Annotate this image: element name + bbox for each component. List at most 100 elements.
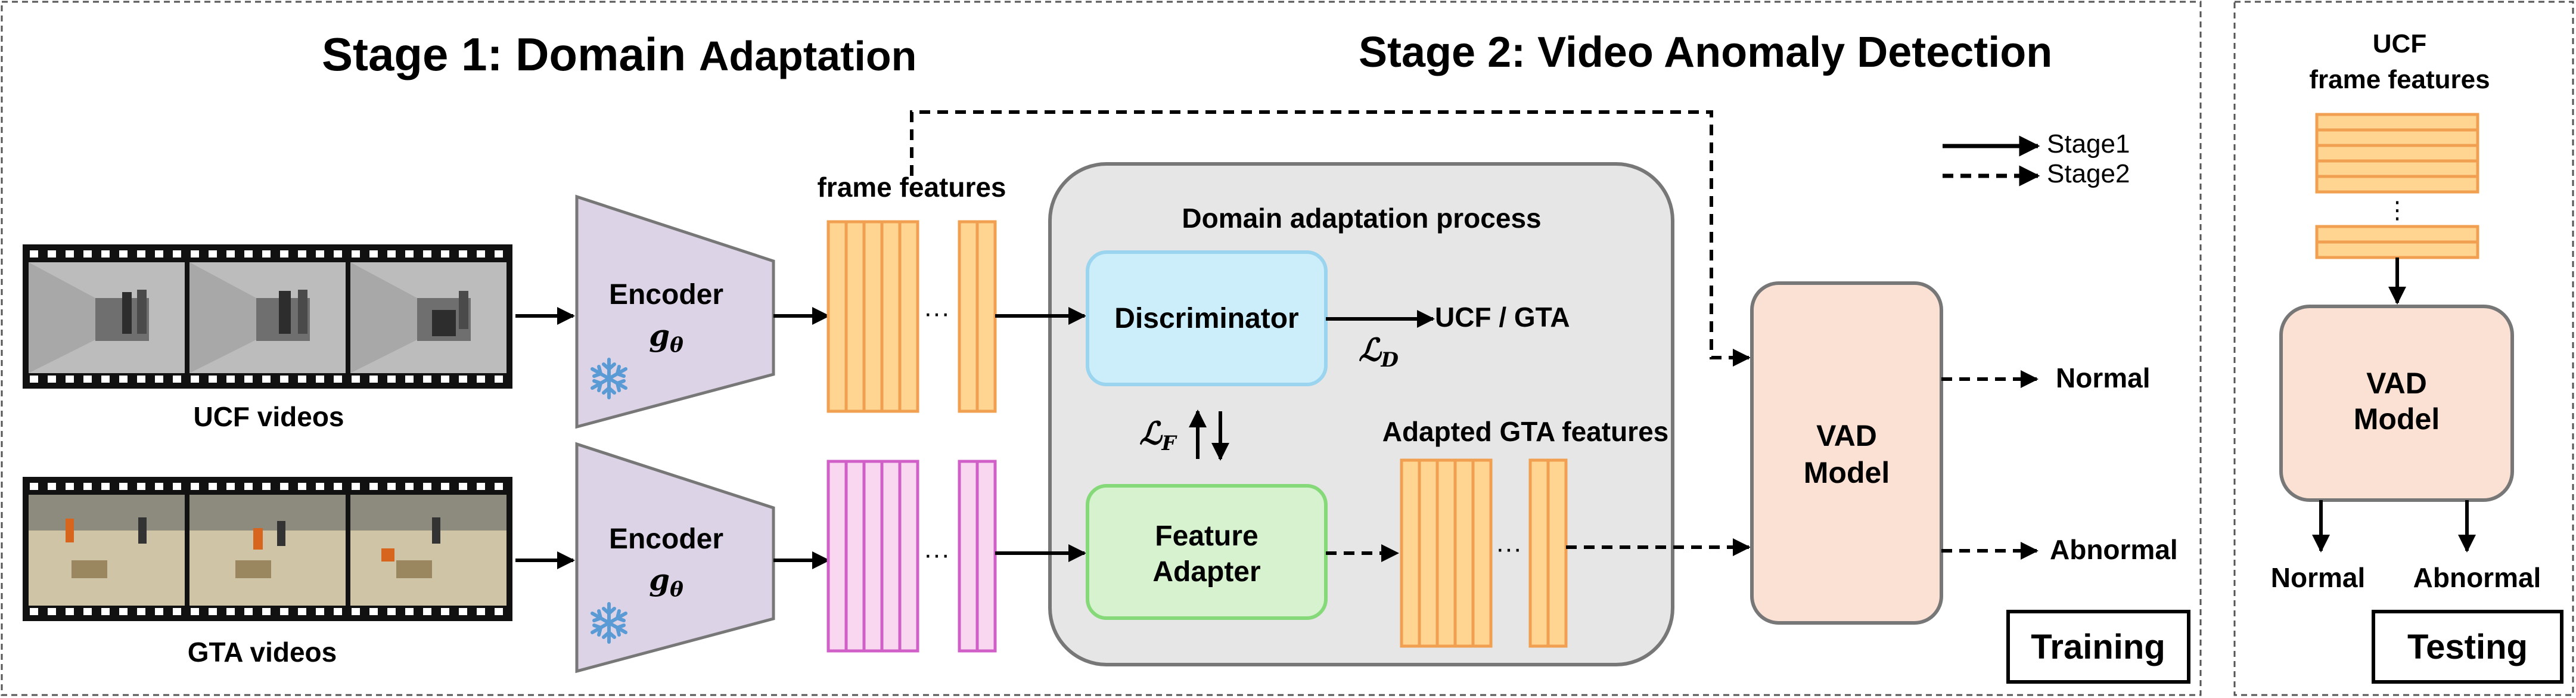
sprocket-hole bbox=[316, 608, 324, 615]
sprocket-hole bbox=[495, 250, 503, 258]
discriminator-label: Discriminator bbox=[1114, 303, 1298, 334]
training-normal-label: Normal bbox=[2056, 362, 2150, 393]
svg-text:gθ: gθ bbox=[649, 318, 683, 357]
encoder-gta-symbol: g bbox=[649, 562, 670, 597]
sprocket-hole bbox=[226, 250, 235, 258]
sprocket-hole bbox=[83, 483, 92, 490]
sprocket-hole bbox=[387, 608, 396, 615]
sprocket-hole bbox=[66, 250, 74, 258]
sprocket-hole bbox=[495, 376, 503, 383]
legend-stage1-label: Stage1 bbox=[2047, 129, 2130, 159]
vad-model-testing: VAD Model bbox=[2279, 305, 2514, 502]
gta-features-ellipsis: ··· bbox=[924, 540, 950, 569]
testing-badge-label: Testing bbox=[2407, 628, 2528, 666]
sprocket-hole bbox=[298, 608, 306, 615]
sprocket-hole bbox=[316, 483, 324, 490]
sprocket-hole bbox=[226, 483, 235, 490]
legend: Stage1 Stage2 bbox=[1943, 129, 2130, 188]
vad-training-line1: VAD bbox=[1816, 419, 1877, 452]
sprocket-hole bbox=[334, 376, 342, 383]
gta-frame-1 bbox=[29, 495, 185, 606]
sprocket-hole bbox=[30, 250, 38, 258]
ucf-gta-label: UCF / GTA bbox=[1435, 302, 1570, 333]
sprocket-hole bbox=[137, 376, 145, 383]
sprocket-hole bbox=[352, 608, 360, 615]
sprocket-hole bbox=[244, 250, 253, 258]
ucf-videos-label: UCF videos bbox=[193, 401, 344, 432]
vad-testing-line2: Model bbox=[2354, 402, 2440, 436]
dashed-features-to-vad bbox=[910, 110, 1751, 367]
training-frame bbox=[1, 1, 2202, 696]
sprocket-hole bbox=[191, 376, 199, 383]
testing-title-line1: UCF bbox=[2373, 29, 2426, 58]
sprocket-hole bbox=[119, 608, 128, 615]
sprocket-hole bbox=[387, 250, 396, 258]
sprocket-hole bbox=[209, 483, 217, 490]
sprocket-hole bbox=[334, 608, 342, 615]
sprocket-hole bbox=[441, 250, 449, 258]
sprocket-hole bbox=[387, 483, 396, 490]
sprocket-hole bbox=[209, 250, 217, 258]
encoder-ucf-label: Encoder bbox=[609, 279, 723, 311]
sprocket-hole bbox=[244, 483, 253, 490]
sprocket-hole bbox=[191, 250, 199, 258]
sprocket-hole bbox=[173, 376, 181, 383]
sprocket-hole bbox=[119, 250, 128, 258]
sprocket-hole bbox=[423, 608, 431, 615]
sprocket-hole bbox=[226, 608, 235, 615]
gta-film-strip bbox=[23, 477, 512, 621]
encoder-gta-label: Encoder bbox=[609, 523, 723, 555]
adapted-features-ellipsis: ··· bbox=[1496, 534, 1522, 563]
sprocket-hole bbox=[83, 250, 92, 258]
sprocket-hole bbox=[262, 250, 271, 258]
sprocket-hole bbox=[352, 483, 360, 490]
loss-d-subscript: D bbox=[1380, 348, 1399, 372]
sprocket-hole bbox=[262, 376, 271, 383]
sprocket-hole bbox=[30, 608, 38, 615]
sprocket-hole bbox=[48, 250, 56, 258]
discriminator-block: Discriminator bbox=[1086, 250, 1328, 386]
sprocket-hole bbox=[316, 376, 324, 383]
vad-testing-line1: VAD bbox=[2366, 367, 2427, 400]
sprocket-hole bbox=[66, 376, 74, 383]
sprocket-hole bbox=[405, 483, 414, 490]
sprocket-hole bbox=[316, 250, 324, 258]
sprocket-hole bbox=[369, 250, 378, 258]
sprocket-hole bbox=[262, 483, 271, 490]
feature-adapter-line1: Feature bbox=[1155, 520, 1258, 552]
sprocket-hole bbox=[352, 376, 360, 383]
sprocket-hole bbox=[226, 376, 235, 383]
sprocket-hole bbox=[495, 483, 503, 490]
sprocket-hole bbox=[191, 483, 199, 490]
gta-frame-2 bbox=[189, 495, 346, 606]
feature-adapter-line2: Adapter bbox=[1152, 556, 1260, 588]
sprocket-hole bbox=[119, 483, 128, 490]
encoder-ucf-symbol: g bbox=[649, 318, 670, 353]
frame-features-label: frame features bbox=[817, 172, 1006, 203]
encoder-ucf-subscript: θ bbox=[670, 333, 683, 357]
testing-title-line2: frame features bbox=[2309, 65, 2490, 94]
feature-adapter-block: Feature Adapter bbox=[1086, 484, 1328, 620]
sprocket-hole bbox=[48, 483, 56, 490]
sprocket-hole bbox=[459, 608, 467, 615]
sprocket-hole bbox=[441, 483, 449, 490]
sprocket-hole bbox=[101, 250, 110, 258]
ucf-film-strip bbox=[23, 244, 512, 389]
training-abnormal-label: Abnormal bbox=[2050, 534, 2178, 565]
sprocket-hole bbox=[477, 608, 485, 615]
training-badge-label: Training bbox=[2031, 628, 2165, 666]
vad-training-line2: Model bbox=[1804, 456, 1890, 489]
sprocket-hole bbox=[334, 250, 342, 258]
encoder-gta: Encoder gθ bbox=[575, 442, 775, 674]
sprocket-hole bbox=[459, 483, 467, 490]
sprocket-hole bbox=[352, 250, 360, 258]
sprocket-hole bbox=[155, 483, 163, 490]
sprocket-hole bbox=[66, 483, 74, 490]
sprocket-hole bbox=[441, 608, 449, 615]
sprocket-hole bbox=[209, 376, 217, 383]
sprocket-hole bbox=[191, 608, 199, 615]
testing-abnormal-label: Abnormal bbox=[2413, 562, 2541, 593]
sprocket-hole bbox=[477, 376, 485, 383]
sprocket-hole bbox=[459, 250, 467, 258]
